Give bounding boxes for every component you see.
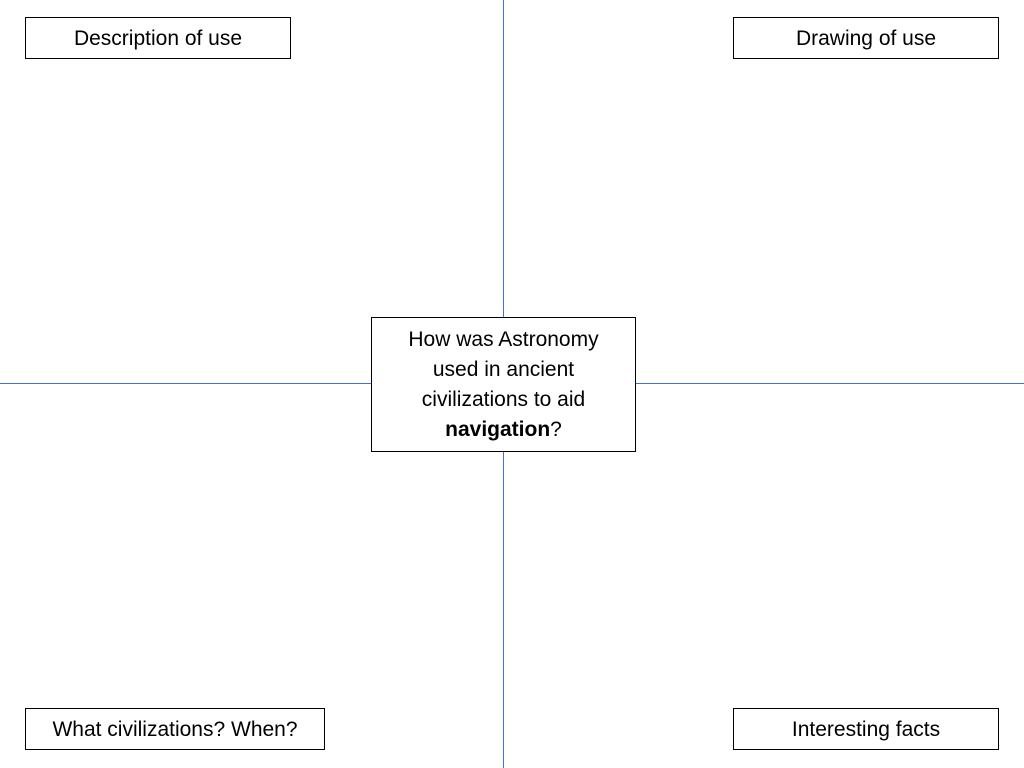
question-prefix: How was Astronomy used in ancient civili… — [408, 327, 599, 411]
civilizations-when-box: What civilizations? When? — [25, 708, 325, 750]
interesting-facts-label: Interesting facts — [791, 717, 941, 741]
description-of-use-label: Description of use — [73, 26, 243, 50]
central-question: How was Astronomy used in ancient civili… — [389, 325, 619, 445]
drawing-of-use-box: Drawing of use — [733, 17, 999, 59]
drawing-of-use-label: Drawing of use — [795, 26, 937, 50]
central-question-box: How was Astronomy used in ancient civili… — [371, 317, 636, 452]
civilizations-when-label: What civilizations? When? — [52, 717, 298, 741]
question-suffix: ? — [550, 417, 562, 441]
question-emphasis: navigation — [445, 417, 551, 441]
interesting-facts-box: Interesting facts — [733, 708, 999, 750]
description-of-use-box: Description of use — [25, 17, 291, 59]
